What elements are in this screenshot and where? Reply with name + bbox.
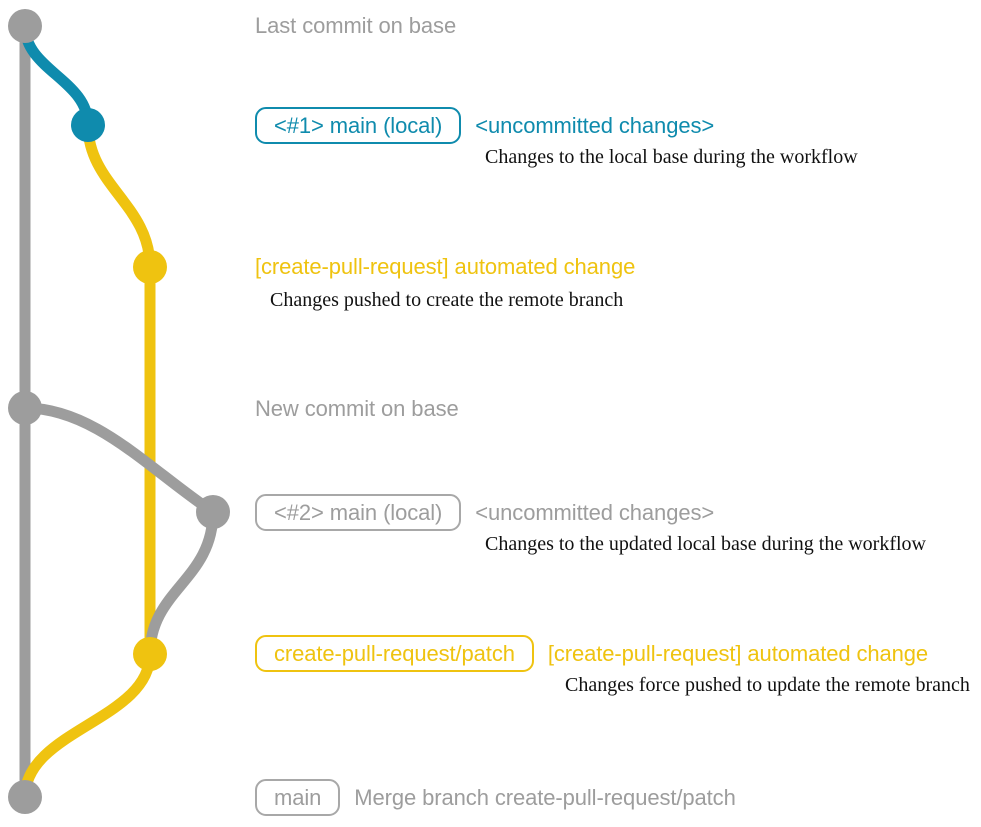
commit-node-remote-1 (133, 250, 167, 284)
commit-subject-local-1: <uncommitted changes> (475, 112, 715, 138)
row-remote-commit-2: create-pull-request/patch [create-pull-r… (255, 635, 928, 672)
note-remote-commit-2: Changes force pushed to update the remot… (565, 674, 970, 696)
row-merge-commit: main Merge branch create-pull-request/pa… (255, 779, 736, 816)
branch-pill-main-local-2[interactable]: <#2> main (local) (255, 494, 462, 531)
commit-node-base-new (8, 391, 42, 425)
note-local-commit-1: Changes to the local base during the wor… (485, 146, 858, 168)
commit-node-remote-2 (133, 637, 167, 671)
edge-base-to-local-1 (19, 20, 94, 131)
headline-automated-change-1: [create-pull-request] automated change (255, 254, 636, 279)
commit-node-local-2 (196, 495, 230, 529)
note-automated-change-1: Changes pushed to create the remote bran… (270, 289, 624, 311)
headline-last-commit-on-base: Last commit on base (255, 13, 457, 38)
branch-pill-create-pull-request-patch[interactable]: create-pull-request/patch (255, 635, 534, 672)
commit-subject-remote-2: [create-pull-request] automated change (547, 640, 929, 666)
edge-base-new-to-local-2 (19, 402, 219, 518)
headline-new-commit-on-base: New commit on base (255, 396, 459, 421)
edge-remote-2-to-merge (19, 648, 156, 803)
commit-node-merge (8, 780, 42, 814)
branch-pill-main-local-1[interactable]: <#1> main (local) (255, 107, 462, 144)
commit-node-base-head (8, 9, 42, 43)
commit-subject-local-2: <uncommitted changes> (475, 499, 715, 525)
row-local-commit-2: <#2> main (local) <uncommitted changes> (255, 494, 714, 531)
note-local-commit-2: Changes to the updated local base during… (485, 533, 926, 555)
commit-subject-merge: Merge branch create-pull-request/patch (354, 784, 736, 810)
commit-node-local-1 (71, 108, 105, 142)
row-local-commit-1: <#1> main (local) <uncommitted changes> (255, 107, 714, 144)
edge-local-1-to-remote-1 (82, 119, 156, 273)
edge-local-2-to-remote-2 (144, 506, 219, 660)
branch-pill-main[interactable]: main (255, 779, 341, 816)
